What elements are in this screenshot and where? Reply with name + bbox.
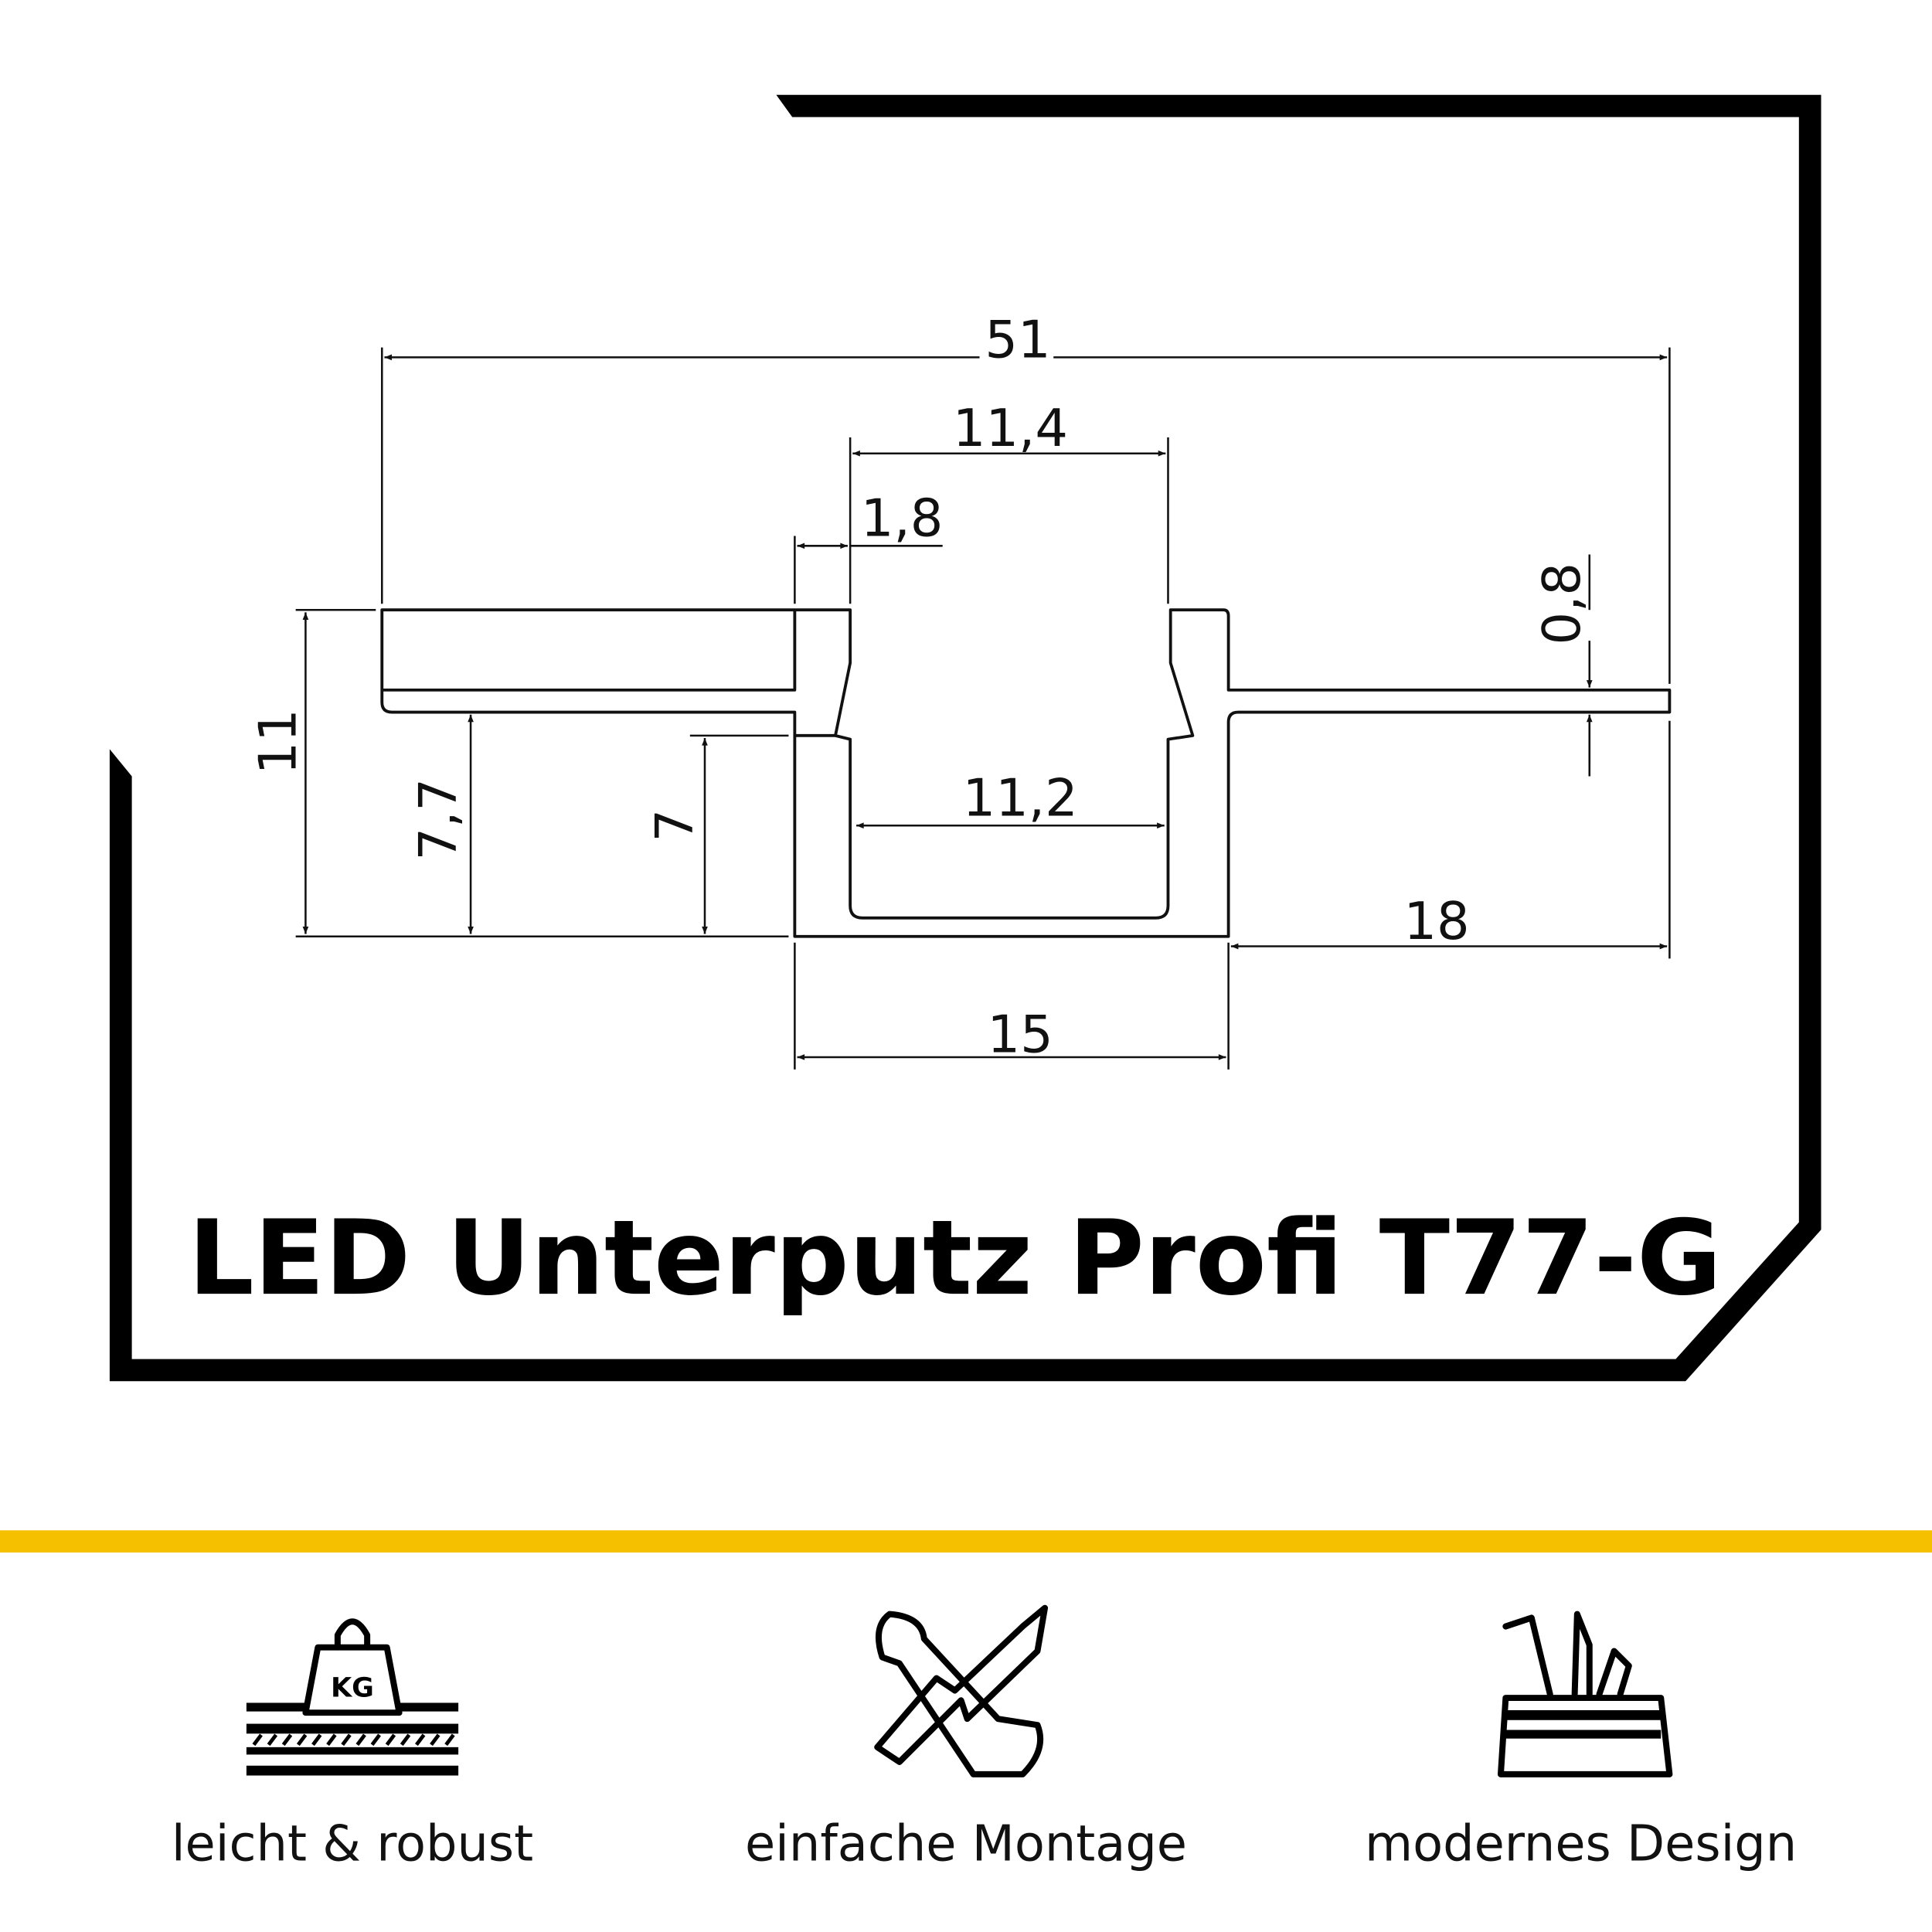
dim-inner-width: 11,2 (963, 767, 1078, 828)
dim-height: 11 (248, 709, 308, 774)
dim-channel-width: 15 (988, 1005, 1053, 1065)
profile-cross-section (380, 608, 1672, 938)
feature-label-mounting: einfache Montage (745, 1816, 1187, 1873)
accent-bar (0, 1530, 1932, 1553)
pencil-pouch-icon (1497, 1611, 1673, 1777)
dim-total-width: 51 (985, 309, 1050, 369)
dim-depth-left: 7,7 (408, 778, 468, 860)
dim-right-flange: 18 (1403, 891, 1469, 951)
feature-label-lightweight: leicht & robust (172, 1816, 533, 1873)
decorative-frame (109, 94, 1821, 1382)
dim-flange-thickness: 0,8 (1532, 563, 1592, 645)
svg-text:KG: KG (331, 1672, 374, 1703)
feature-label-design: modernes Design (1365, 1816, 1797, 1873)
wrench-screwdriver-icon (874, 1604, 1049, 1777)
weight-kg-icon: KG (246, 1618, 459, 1776)
dimension-lines (295, 347, 1671, 1070)
dim-wall: 1,8 (861, 488, 943, 549)
product-title: LED Unterputz Profi T77-G (188, 1198, 1721, 1318)
dim-top-opening: 11,4 (953, 398, 1068, 458)
dim-channel-depth: 7 (645, 809, 705, 842)
